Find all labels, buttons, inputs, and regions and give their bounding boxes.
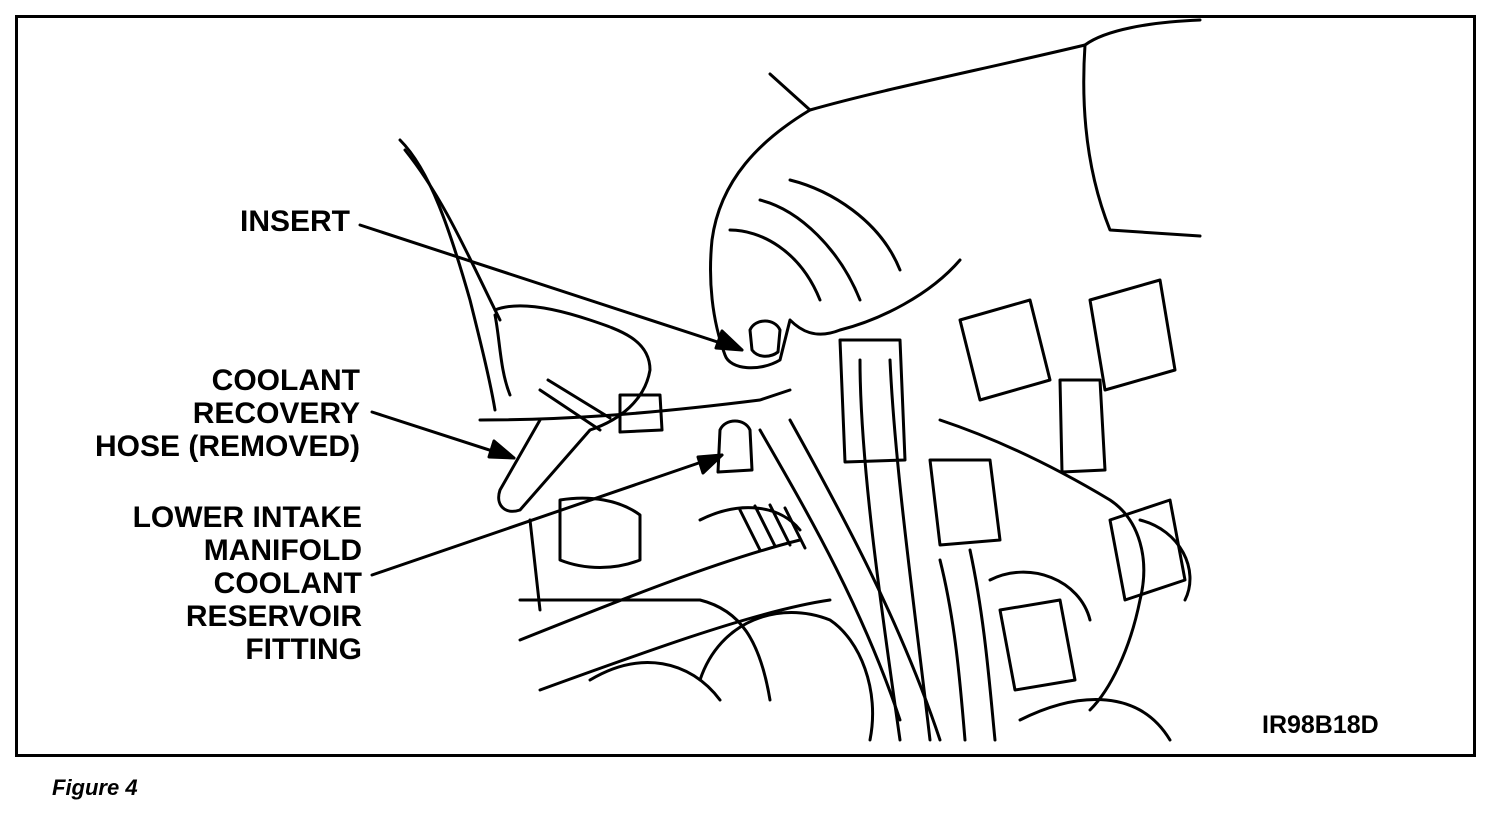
wire-left bbox=[398, 138, 497, 412]
connector-6 bbox=[1108, 498, 1187, 602]
finger-1 bbox=[728, 228, 822, 302]
ring-1 bbox=[1138, 518, 1192, 602]
callout-line: LOWER INTAKE bbox=[132, 501, 362, 534]
wire-left-2 bbox=[403, 148, 502, 322]
hand-outline bbox=[709, 108, 962, 370]
callout-insert: INSERT bbox=[180, 205, 350, 238]
callout-line: HOSE (REMOVED) bbox=[94, 430, 360, 463]
figure-caption: Figure 4 bbox=[52, 775, 138, 800]
insert-part bbox=[748, 319, 782, 358]
connector-4 bbox=[1058, 378, 1107, 474]
callout-insert-text: INSERT bbox=[239, 205, 350, 238]
arm-outline bbox=[768, 18, 1202, 112]
finger-2 bbox=[758, 198, 862, 302]
leader-coolant-hose bbox=[370, 410, 516, 460]
connector-7 bbox=[998, 598, 1077, 692]
figure-id: IR98B18D bbox=[1262, 711, 1379, 739]
fitting-nipple bbox=[618, 393, 664, 434]
lower-shape-3 bbox=[1018, 698, 1172, 742]
ring-2 bbox=[988, 570, 1092, 622]
callout-line: COOLANT bbox=[211, 364, 360, 397]
connector-5 bbox=[928, 458, 1002, 547]
reservoir-fitting bbox=[716, 419, 754, 474]
lower-shape-1 bbox=[698, 611, 875, 742]
manifold-top bbox=[478, 388, 792, 422]
finger-3 bbox=[788, 178, 902, 272]
callout-fitting: LOWER INTAKE MANIFOLD COOLANT RESERVOIR … bbox=[40, 501, 362, 666]
connector-2 bbox=[958, 298, 1052, 402]
callout-line: FITTING bbox=[245, 633, 362, 666]
pipe-2 bbox=[758, 418, 942, 742]
lower-shape-2 bbox=[588, 661, 722, 702]
injector-rail bbox=[938, 418, 1146, 712]
connector-3 bbox=[1088, 278, 1177, 392]
callout-line: RESERVOIR bbox=[185, 600, 362, 633]
figure-frame bbox=[15, 15, 1476, 757]
leader-insert bbox=[358, 223, 744, 352]
coolant-hose bbox=[493, 304, 652, 513]
corrugated-hose bbox=[698, 503, 807, 552]
callout-line: RECOVERY bbox=[192, 397, 360, 430]
callout-coolant-hose: COOLANT RECOVERY HOSE (REMOVED) bbox=[40, 364, 360, 463]
sleeve-outline bbox=[1082, 43, 1202, 238]
leader-fitting bbox=[370, 453, 724, 577]
callout-line: MANIFOLD bbox=[203, 534, 362, 567]
manifold-lower bbox=[518, 518, 772, 702]
pipe-1 bbox=[518, 538, 832, 692]
pipe-3 bbox=[858, 358, 932, 742]
pipe-4 bbox=[938, 548, 997, 742]
connector-1 bbox=[838, 338, 907, 464]
fitting-body bbox=[558, 496, 642, 569]
callout-line: COOLANT bbox=[213, 567, 362, 600]
hose-clamp bbox=[538, 378, 612, 432]
